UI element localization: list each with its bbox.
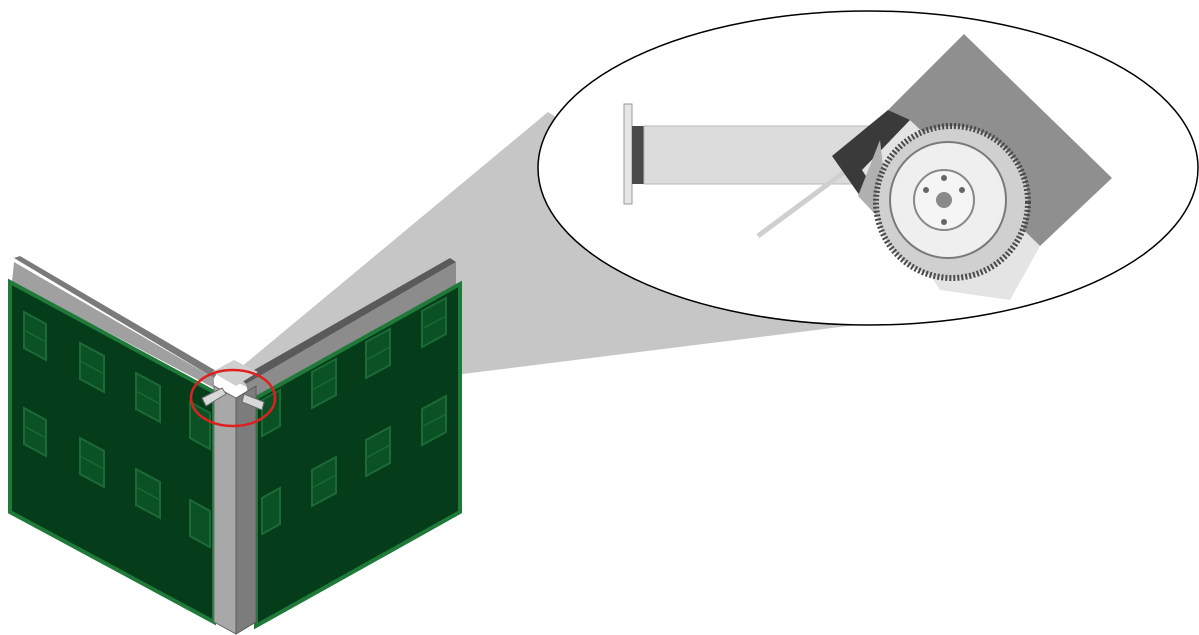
highlight-circle — [189, 368, 277, 428]
right-facade-panel — [240, 258, 462, 630]
left-facade-panel — [8, 256, 218, 626]
corner-post — [212, 360, 258, 635]
motor-gear — [873, 123, 1031, 281]
end-bracket — [623, 103, 644, 205]
corner-brackets — [201, 387, 265, 411]
